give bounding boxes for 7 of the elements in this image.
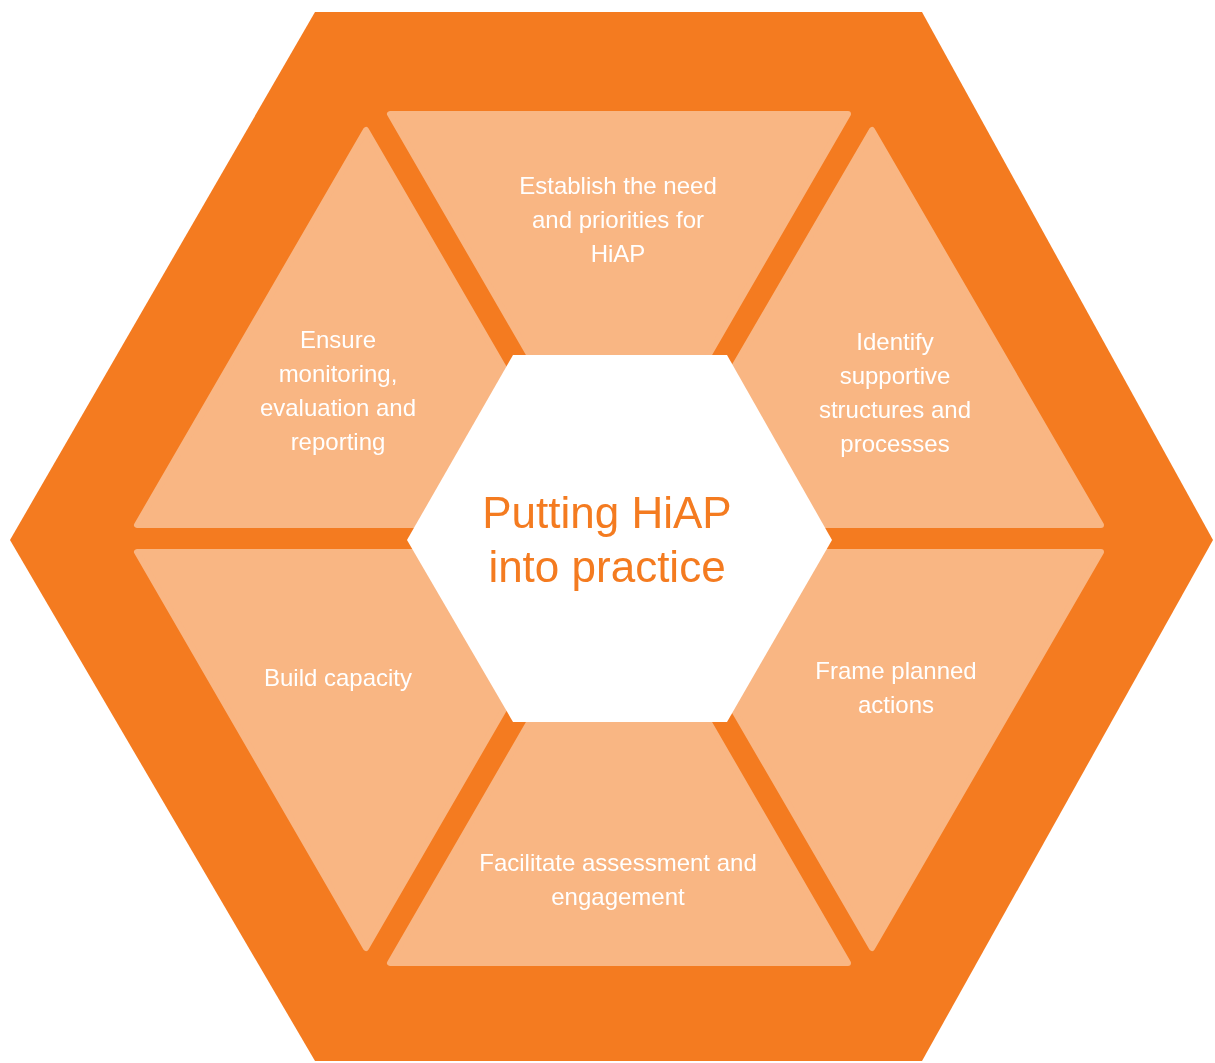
step-label: Ensure monitoring, evaluation and reporting [258,325,418,457]
step-label: Identify supportive structures and processes [817,327,973,459]
step-label: Frame planned actions [814,656,978,720]
step-label: Facilitate assessment and engagement [478,848,758,912]
center-title: Putting HiAP into practice [481,487,733,593]
step-label: Establish the need and priorities for HiAP [518,171,718,269]
step-label: Build capacity [262,663,414,693]
